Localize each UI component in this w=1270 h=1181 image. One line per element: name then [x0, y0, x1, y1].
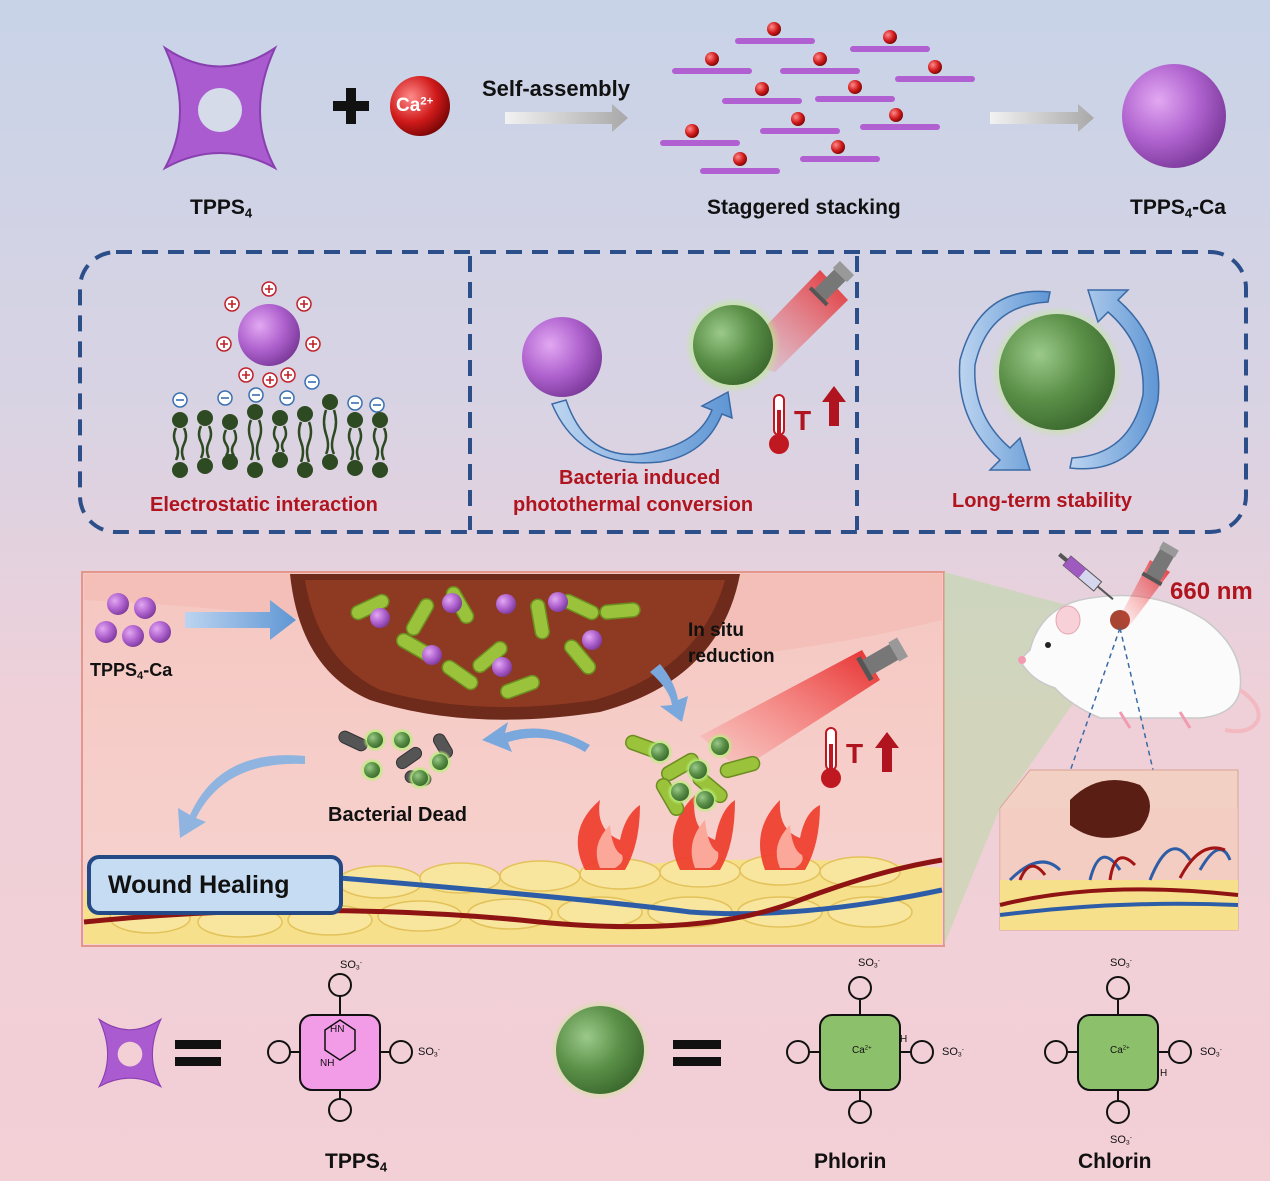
h-label-chlorin: H: [1160, 1068, 1168, 1079]
tpps4-label: TPPS4: [190, 196, 253, 221]
temperature-symbol-top: T: [794, 405, 812, 436]
plus-icon: [333, 88, 369, 124]
healing-arrow: [178, 755, 305, 838]
stability-panel-graphic: [958, 289, 1160, 471]
electrostatic-panel-graphic: [172, 281, 388, 478]
laser-emitter-icon-top: [808, 260, 855, 307]
so3-label-phlorin-right: SO3-: [942, 1046, 964, 1059]
ca-label-phlorin: Ca2+: [852, 1045, 872, 1056]
ca-label-chlorin: Ca2+: [1110, 1045, 1130, 1056]
so3-label-chlorin-bottom: SO3-: [1110, 1134, 1132, 1147]
hn-label-tpps: NH: [320, 1058, 335, 1069]
thermometer-icon-top: [769, 394, 789, 454]
tpps4-ca-label: TPPS4-Ca: [1130, 196, 1226, 221]
calcium-ion-label: Ca2+: [396, 95, 434, 116]
wound-healing-box: [87, 855, 343, 915]
nh-label-tpps: HN: [330, 1024, 345, 1035]
so3-label-chlorin-top: SO3-: [1110, 957, 1132, 970]
wavelength-label: 660 nm: [1170, 578, 1253, 605]
legend-tpps4-icon: [97, 1017, 163, 1089]
photothermal-panel-graphic: [522, 260, 855, 464]
wound-panel: [81, 571, 945, 947]
so3-label-tpps-top: SO3-: [340, 959, 362, 972]
self-assembly-arrow: [505, 104, 628, 132]
entry-arrow: [185, 600, 296, 640]
stability-label: Long-term stability: [952, 490, 1133, 512]
tpps4-molecule-icon: [162, 45, 278, 171]
so3-label-phlorin-top: SO3-: [858, 957, 880, 970]
equals-icon-1: [175, 1040, 221, 1066]
tpps4-structure: [267, 973, 413, 1122]
temperature-symbol-wound: T: [846, 738, 864, 769]
in-situ-label-line2: reduction: [688, 646, 775, 667]
wound-tpps4-ca-label: TPPS4-Ca: [90, 660, 173, 682]
so3-label-chlorin-right: SO3-: [1200, 1046, 1222, 1059]
skin-cube-illustration: [999, 769, 1239, 931]
legend-phlorin-label: Phlorin: [814, 1150, 887, 1173]
wound-healing-label: Wound Healing: [108, 871, 290, 899]
self-assembly-label: Self-assembly: [482, 76, 630, 101]
mechanism-box: [78, 250, 1248, 534]
photothermal-label-line2: photothermal conversion: [513, 494, 754, 516]
reduction-arrow: [650, 664, 688, 722]
equals-icon-2: [673, 1040, 721, 1066]
chlorin-structure: [1044, 976, 1192, 1124]
temperature-up-arrow-top: [822, 386, 846, 426]
photothermal-label-line1: Bacteria induced: [559, 467, 721, 489]
laser-emitter-icon-wound: [856, 637, 909, 682]
legend-tpps4-label: TPPS4: [325, 1150, 388, 1175]
calcium-ion-icon: [390, 76, 450, 136]
bacterial-dead-label: Bacterial Dead: [328, 804, 467, 826]
staggered-stack-icon: [660, 22, 975, 174]
phlorin-structure: [786, 976, 934, 1124]
in-situ-label-line1: In situ: [688, 620, 744, 641]
h-label-phlorin: H: [900, 1034, 908, 1045]
dead-arrow: [482, 722, 590, 752]
thermometer-icon-wound: [821, 727, 841, 788]
tpps4-ca-sphere-icon: [1122, 64, 1226, 168]
stacking-to-product-arrow: [990, 104, 1094, 132]
temperature-up-arrow-wound: [875, 732, 899, 772]
legend-chlorin-label: Chlorin: [1078, 1150, 1152, 1173]
staggered-stacking-label: Staggered stacking: [707, 196, 901, 219]
so3-label-tpps-right: SO3-: [418, 1046, 440, 1059]
legend-green-sphere-icon: [550, 1000, 650, 1100]
mouse-illustration: [1018, 541, 1261, 801]
electrostatic-label: Electrostatic interaction: [150, 494, 378, 516]
